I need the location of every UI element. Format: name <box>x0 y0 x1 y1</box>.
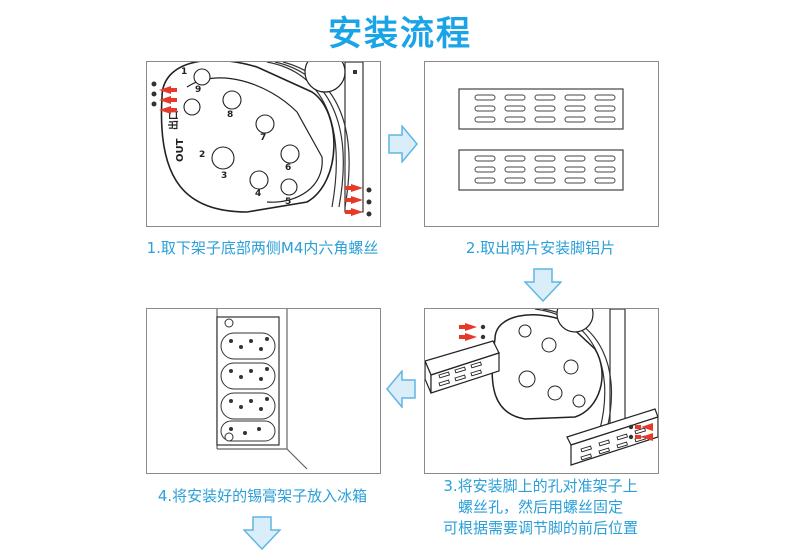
step-2-caption: 2.取出两片安装脚铝片 <box>465 239 616 257</box>
svg-text:4: 4 <box>255 189 261 199</box>
out-label-cn: 出口 <box>167 110 180 130</box>
step-3-caption: 3.将安装脚上的孔对准架子上 螺丝孔，然后用螺丝固定 可根据需要调节脚的前后位置 <box>414 476 667 539</box>
step-1-caption: 1.取下架子底部两侧M4内六角螺丝 <box>146 239 379 257</box>
svg-text:7: 7 <box>260 133 266 143</box>
arrow-left-icon <box>386 370 416 408</box>
step-3-image <box>424 308 659 474</box>
out-label-en: OUT <box>175 138 186 162</box>
svg-text:2: 2 <box>199 150 205 160</box>
arrow-right-icon <box>388 125 418 163</box>
step-2-image <box>424 61 659 227</box>
step-4-image <box>146 308 381 474</box>
step-3-caption-line-2: 螺丝孔，然后用螺丝固定 <box>457 498 623 516</box>
step-4-caption: 4.将安装好的锡膏架子放入冰箱 <box>157 487 368 505</box>
arrow-down-icon <box>524 268 562 302</box>
step-1-image: 9 8 7 6 2 3 4 5 1 出口 OUT <box>146 61 381 227</box>
svg-text:5: 5 <box>285 197 291 207</box>
svg-text:1: 1 <box>181 67 187 77</box>
page-title: 安装流程 <box>328 14 472 54</box>
step-3-caption-line-3: 可根据需要调节脚的前后位置 <box>442 519 638 537</box>
svg-text:9: 9 <box>195 85 201 95</box>
svg-text:3: 3 <box>221 171 227 181</box>
svg-text:6: 6 <box>285 163 291 173</box>
svg-text:8: 8 <box>227 110 233 120</box>
arrow-down-icon <box>243 516 281 550</box>
step-3-caption-line-1: 3.将安装脚上的孔对准架子上 <box>443 477 638 495</box>
